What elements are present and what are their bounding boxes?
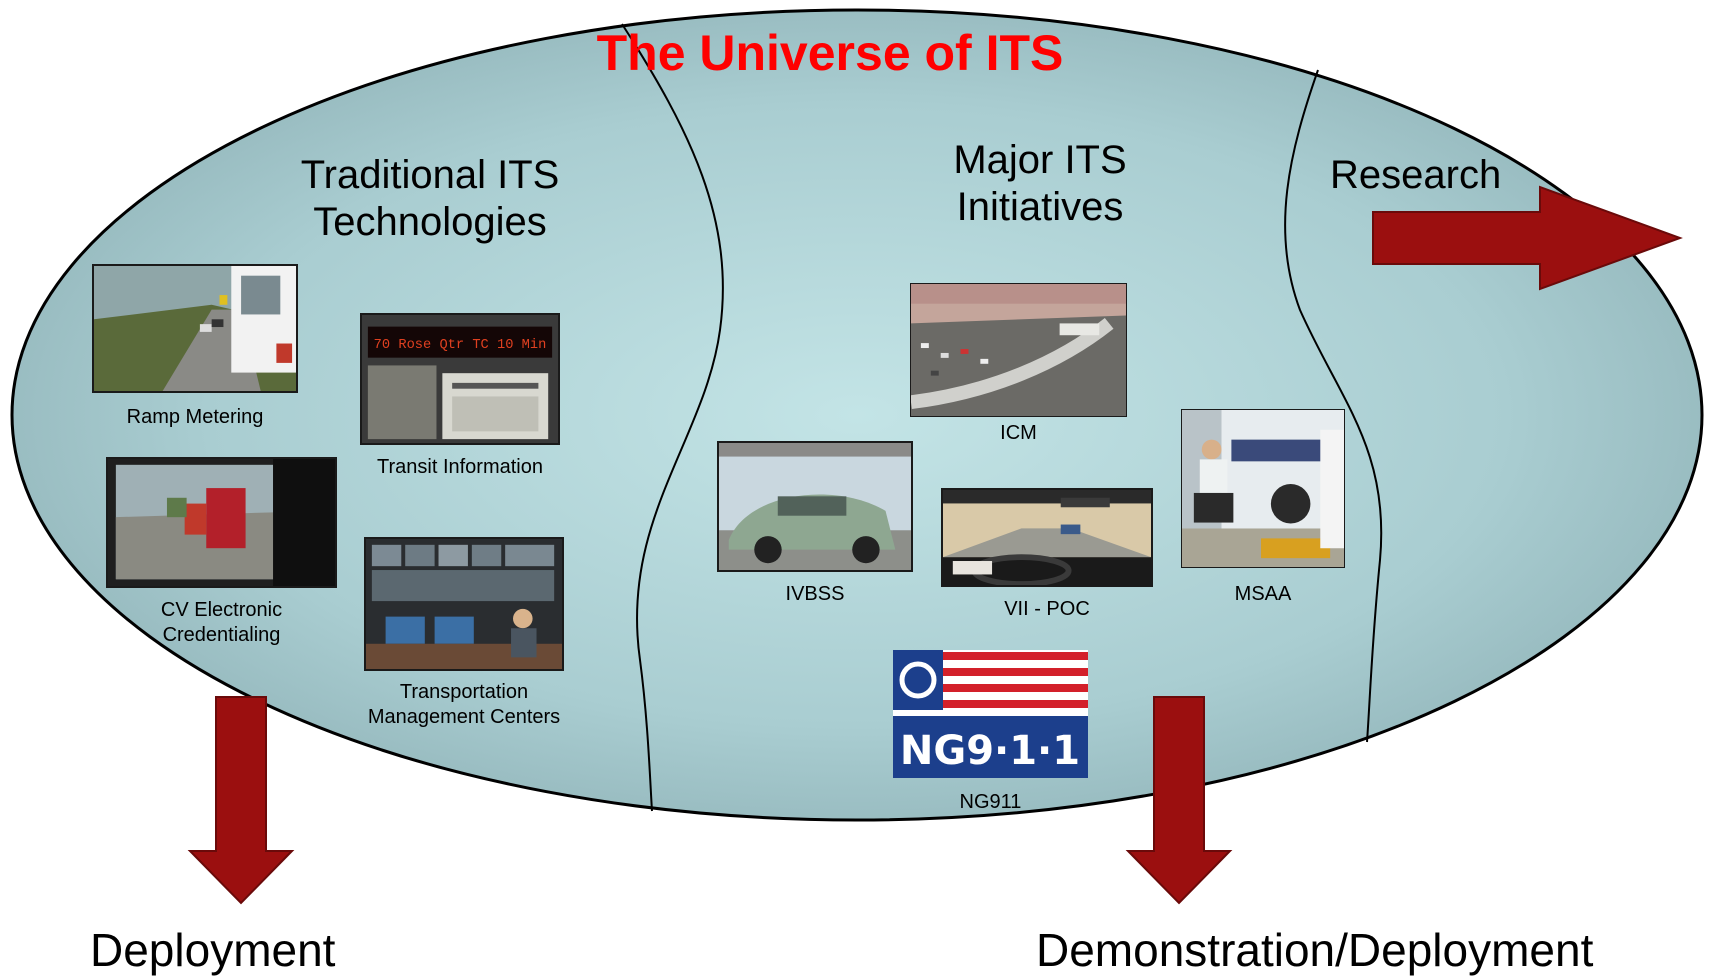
research-arrow bbox=[1372, 185, 1683, 291]
divider-right bbox=[1284, 69, 1383, 743]
caption-ng911: NG911 bbox=[959, 791, 1022, 813]
ng911-logo-text: NG9·1·1 bbox=[900, 728, 1080, 774]
section-traditional: Traditional ITS Technologies bbox=[300, 153, 560, 245]
vii-poc-photo bbox=[941, 488, 1153, 587]
cv-credentialing-photo bbox=[106, 457, 337, 588]
icm-photo bbox=[910, 283, 1127, 417]
msaa-photo bbox=[1181, 409, 1345, 568]
section-research: Research bbox=[1330, 153, 1502, 197]
caption-msaa: MSAA bbox=[1234, 583, 1292, 605]
demonstration-arrow bbox=[1125, 696, 1233, 905]
label-deployment: Deployment bbox=[90, 924, 336, 976]
ramp-metering-photo bbox=[92, 264, 298, 393]
transit-information-photo: 70 Rose Qtr TC 10 Min bbox=[360, 313, 560, 445]
divider-left bbox=[621, 23, 724, 812]
caption-cv-credentialing: CV Electronic Credentialing bbox=[160, 599, 283, 646]
caption-ramp-metering: Ramp Metering bbox=[126, 406, 264, 428]
ivbss-photo bbox=[717, 441, 913, 572]
caption-transit-information: Transit Information bbox=[377, 456, 543, 478]
deployment-arrow bbox=[187, 696, 295, 905]
tmc-photo bbox=[364, 537, 564, 671]
caption-icm: ICM bbox=[1000, 422, 1037, 444]
caption-ivbss: IVBSS bbox=[785, 583, 845, 605]
ng911-logo: NG9·1·1 bbox=[893, 650, 1088, 778]
transit-sign-text: 70 Rose Qtr TC 10 Min bbox=[374, 338, 547, 353]
caption-tmc: Transportation Management Centers bbox=[367, 681, 561, 728]
caption-vii-poc: VII - POC bbox=[1004, 598, 1090, 620]
diagram-title: The Universe of ITS bbox=[596, 25, 1064, 81]
section-major: Major ITS Initiatives bbox=[953, 138, 1127, 230]
label-demonstration-deployment: Demonstration/Deployment bbox=[1036, 924, 1594, 976]
